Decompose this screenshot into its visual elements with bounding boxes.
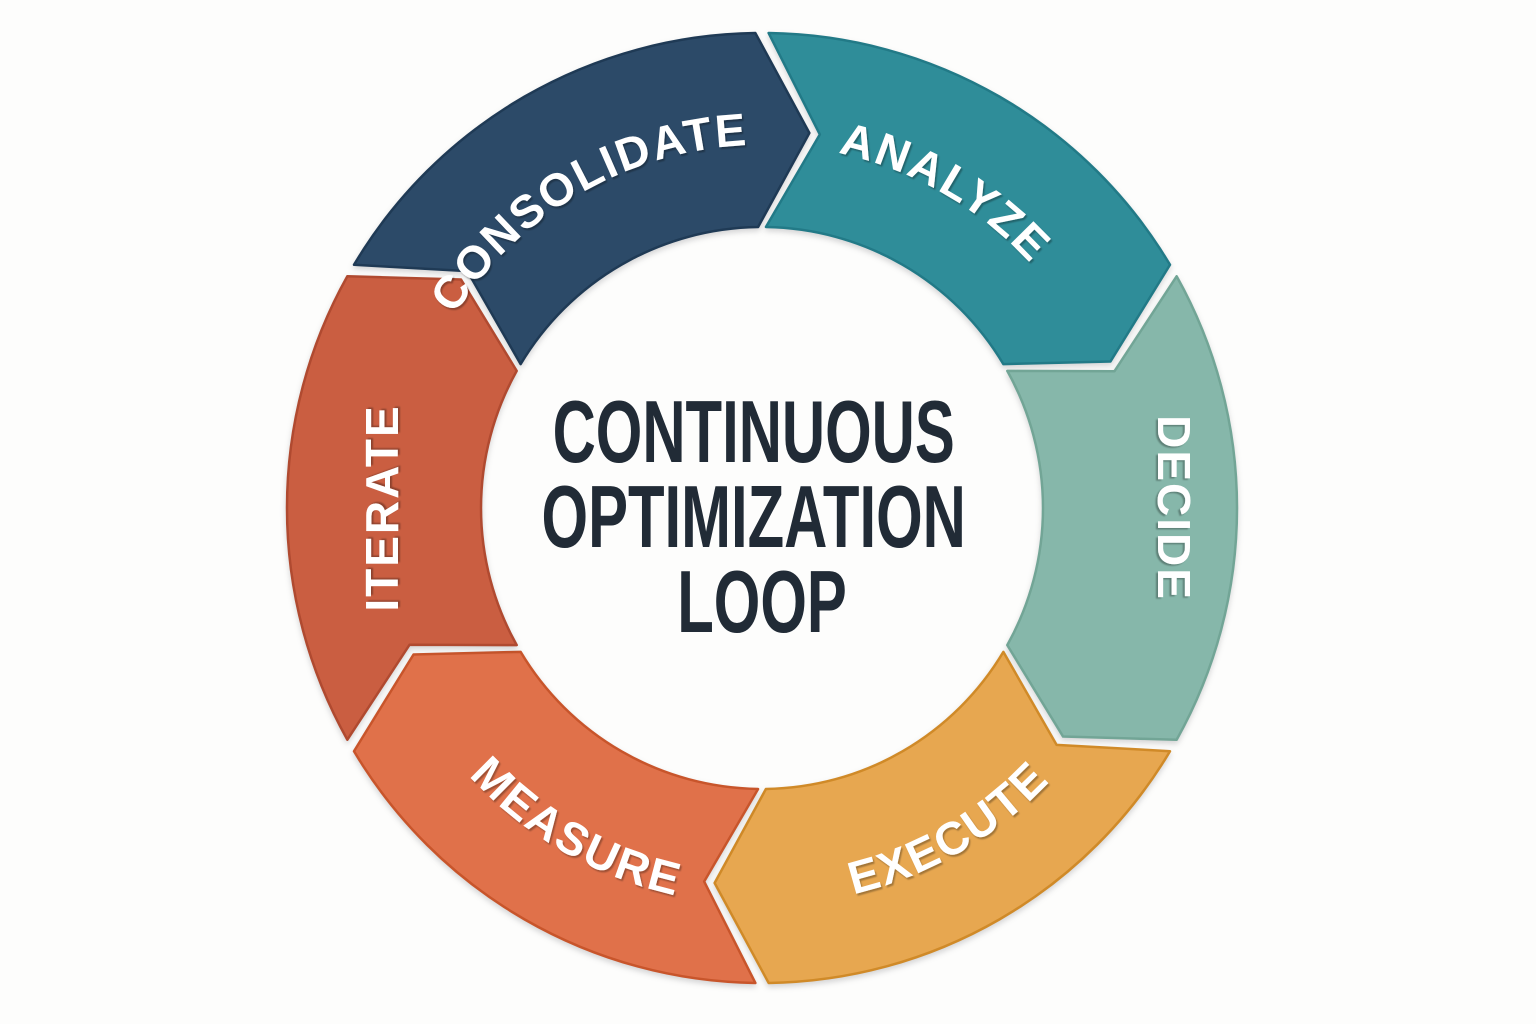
- segment-consolidate: [352, 31, 811, 366]
- segment-execute: [713, 650, 1172, 985]
- segment-measure: [352, 650, 760, 985]
- title-line-3: LOOP: [677, 552, 847, 650]
- title-line-2: OPTIMIZATION: [542, 467, 966, 565]
- cycle-segments-layer: [285, 31, 1239, 985]
- center-title-text: CONTINUOUS OPTIMIZATION LOOP: [542, 382, 983, 650]
- center-title: CONTINUOUS OPTIMIZATION LOOP: [542, 382, 983, 650]
- title-line-1: CONTINUOUS: [553, 382, 955, 480]
- segment-label-decide: DECIDE: [1148, 415, 1200, 601]
- segment-label-iterate: ITERATE: [356, 404, 408, 611]
- segment-decide: [1006, 275, 1239, 741]
- segment-analyze: [764, 31, 1172, 366]
- segment-iterate: [285, 275, 518, 741]
